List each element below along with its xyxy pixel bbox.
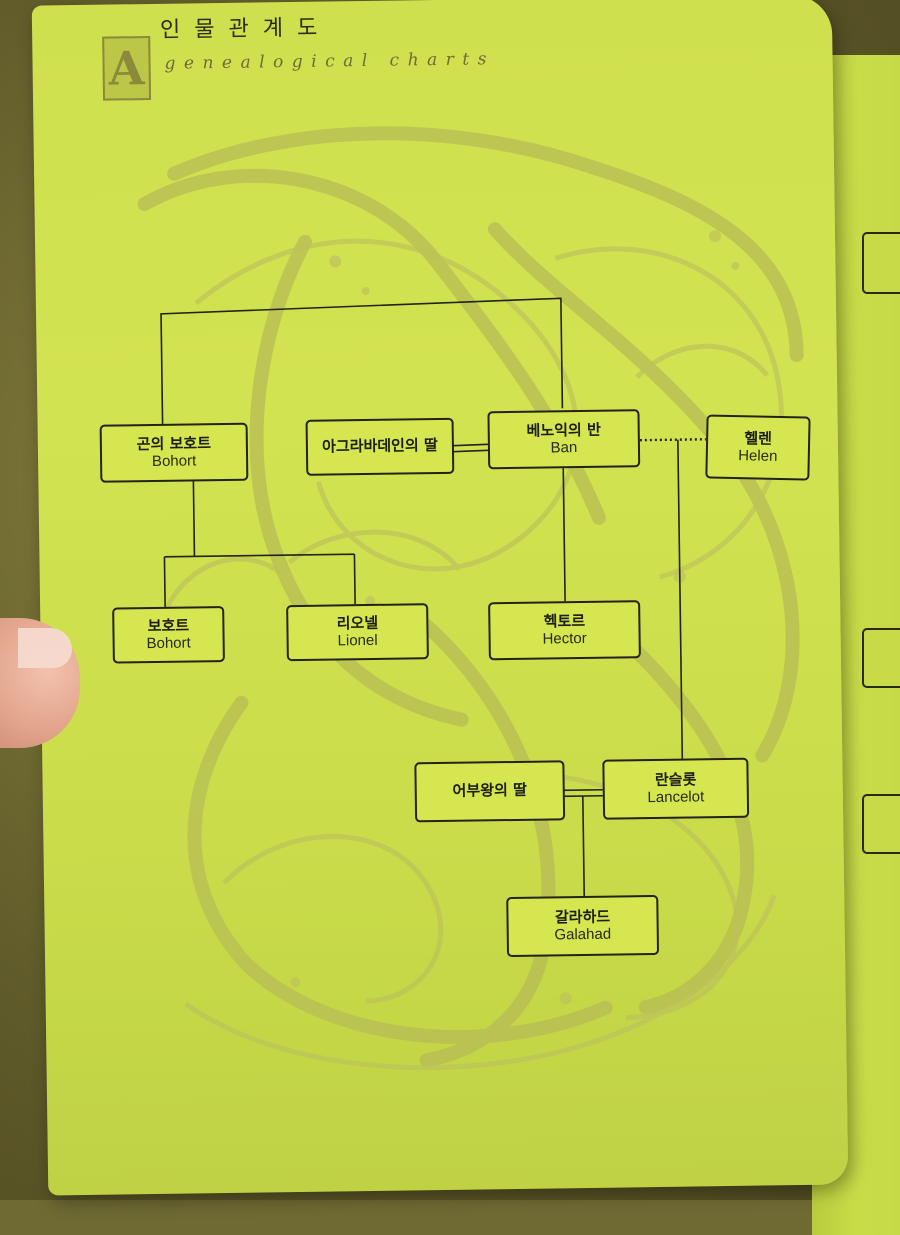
node-label-ko: 갈라하드 [554, 907, 611, 927]
child-line-galahad [582, 796, 586, 899]
node-label-en: Bohort [151, 452, 197, 471]
node-label-ko: 어부왕의 딸 [452, 781, 527, 801]
child-line-bohort-gon [163, 481, 356, 607]
node-label-ko: 헥토르 [543, 611, 586, 631]
facing-page-box [862, 628, 900, 688]
node-label-en: Hector [542, 629, 587, 648]
node-label-ko: 란슬롯 [654, 770, 697, 789]
node-label-en: Bohort [146, 634, 191, 653]
marriage-line-ban [449, 443, 489, 453]
node-label-en: Ban [550, 439, 578, 457]
node-lionel: 리오넬 Lionel [286, 603, 429, 662]
marriage-line-lancelot [562, 788, 603, 798]
node-bohort-of-gaunes: 곤의 보호트 Bohort [99, 422, 249, 483]
relationship-lines [160, 297, 706, 899]
dotted-line-ban-helen [639, 438, 706, 442]
node-king-pelles-daughter: 어부왕의 딸 [414, 760, 566, 823]
node-ban-of-benoic: 베노익의 반 Ban [487, 409, 641, 470]
node-galahad: 갈라하드 Galahad [506, 894, 660, 958]
facing-page-box [862, 232, 900, 294]
node-helen: 헬렌 Helen [705, 414, 811, 481]
node-label-ko: 아그라바데인의 딸 [321, 436, 438, 457]
node-label-ko: 헬렌 [744, 429, 773, 448]
node-hector: 헥토르 Hector [488, 600, 641, 661]
child-line-lancelot [677, 439, 684, 759]
node-agravadain-daughter: 아그라바데인의 딸 [305, 417, 455, 476]
child-line-hector [562, 468, 566, 602]
node-label-ko: 베노익의 반 [526, 420, 601, 440]
node-label-en: Helen [738, 447, 778, 465]
node-label-ko: 리오넬 [336, 613, 379, 633]
facing-page-box [862, 794, 900, 854]
node-label-en: Lionel [337, 631, 378, 650]
node-label-ko: 보호트 [147, 616, 190, 635]
node-bohort: 보호트 Bohort [112, 606, 225, 664]
node-lancelot: 란슬롯 Lancelot [602, 757, 750, 820]
sibling-line-bohort-ban [160, 297, 564, 424]
book-page: A 인물관계도 genealogical charts 곤의 보호트 Bohor… [31, 0, 849, 1196]
node-label-en: Lancelot [647, 788, 705, 807]
node-label-ko: 곤의 보호트 [136, 433, 212, 453]
node-label-en: Galahad [554, 925, 612, 944]
thumbnail-highlight [18, 628, 72, 668]
